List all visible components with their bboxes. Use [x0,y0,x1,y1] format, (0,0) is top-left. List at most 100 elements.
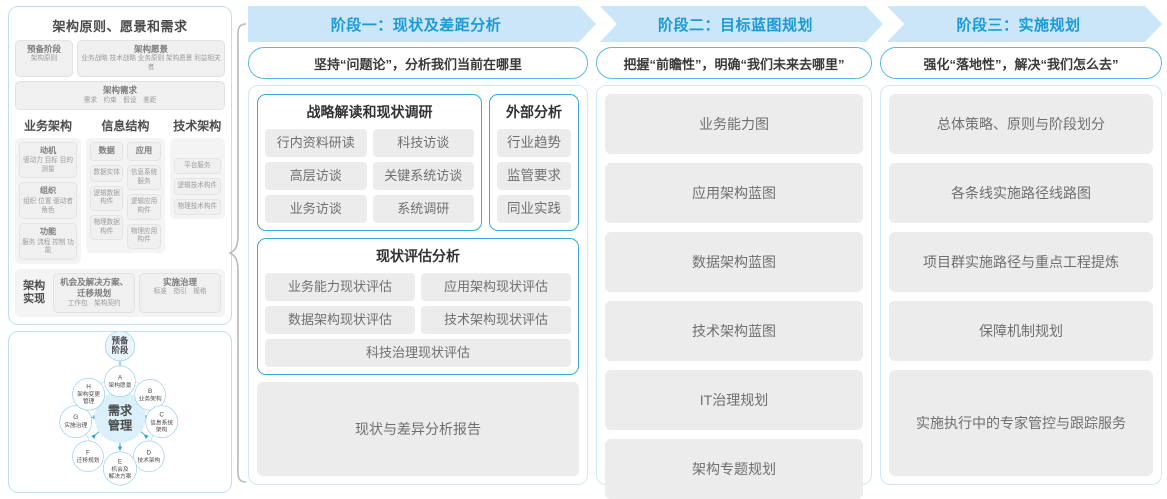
togaf-item-function-sub: 服务 流程 控制 功能 [22,238,74,255]
adm-node-d-label: 技术架构 [137,456,160,464]
togaf-item-organization-title: 组织 [39,186,57,196]
adm-node-c-letter: C [159,411,164,418]
adm-node-e-label-1: 机会及 [111,465,128,473]
togaf-item-physical-app-sub: 物理应用构件 [130,227,158,244]
togaf-cell-vision-head: 架构愿景 [133,44,168,54]
togaf-cell-requirements-sub: 需求 约束 假设 差距 [83,96,157,104]
research-tile-3[interactable]: 高层访谈 [265,162,367,190]
togaf-item-physical-tech: 物理技术构件 [173,198,221,216]
togaf-impl-governance-sub: 标准 指引 规格 [153,288,207,296]
phase-3-column: 总体策略、原则与阶段划分 各条线实施路径线路图 项目群实施路径与重点工程提炼 保… [880,85,1162,485]
togaf-impl-opportunities-title: 机会及解决方案、迁移规划 [60,276,129,299]
phase1-report-tile[interactable]: 现状与差异分析报告 [257,382,579,476]
phase2-tile-1[interactable]: 业务能力图 [605,94,863,154]
phase-subtitle-row: 坚持“问题论”，分析我们当前在哪里 把握“前瞻性”，明确“我们未来去哪里” 强化… [248,47,1162,79]
left-column: 架构原则、愿景和需求 预备阶段 架构原则 架构愿景 业务战略 技术战略 业务原则… [8,6,232,493]
togaf-cell-preliminary-sub: 架构原则 [30,55,58,63]
adm-node-b-letter: B [148,388,152,395]
togaf-cell-vision-sub: 业务战略 技术战略 业务原则 架构愿景 利益相关者 [81,55,221,72]
external-tile-2[interactable]: 监管要求 [497,162,571,190]
phase-2-column: 业务能力图 应用架构蓝图 数据架构蓝图 技术架构蓝图 IT治理规划 架构专题规划 [596,85,872,499]
assessment-tile-2[interactable]: 应用架构现状评估 [421,273,571,301]
phase2-tile-2[interactable]: 应用架构蓝图 [605,163,863,223]
phase-header-1[interactable]: 阶段一：现状及差距分析 [248,6,596,42]
adm-center-line1: 需求 [108,402,133,417]
assessment-tile-1[interactable]: 业务能力现状评估 [265,273,415,301]
assessment-group: 现状评估分析 业务能力现状评估 应用架构现状评估 数据架构现状评估 技术架构现状… [257,238,579,375]
togaf-col-information-head: 信息结构 [101,118,150,133]
adm-node-e-letter: E [118,458,122,465]
togaf-subcol-data: 数据 数据实体 逻辑数据构件 物理数据构件 [90,141,124,249]
togaf-impl-governance: 实施治理 标准 指引 规格 [139,272,221,313]
phase3-tile-5[interactable]: 实施执行中的专家管控与跟踪服务 [889,370,1153,476]
research-tile-5[interactable]: 业务访谈 [265,195,367,223]
adm-cycle-panel: 预备 阶段 需求 管理 A 架构愿景 B 业务架构 C 信息系统 架构 [8,330,232,493]
phase-header-row: 阶段一：现状及差距分析 阶段二：目标蓝图规划 阶段三：实施规划 [248,6,1162,42]
phase3-tile-2[interactable]: 各条线实施路径线路图 [889,163,1153,223]
togaf-item-physical-app: 物理应用构件 [127,223,161,249]
togaf-col-business: 业务架构 动机 驱动力 目标 目的 测量 组织 组织 位置 驱动者 角色 [15,115,82,264]
togaf-implementation-row: 架构实现 机会及解决方案、迁移规划 工作包 架构契约 实施治理 标准 指引 规格 [15,268,225,317]
togaf-cell-vision: 架构愿景 业务战略 技术战略 业务原则 架构愿景 利益相关者 [77,40,225,78]
research-group: 战略解读和现状调研 行内资料研读 科技访谈 高层访谈 关键系统访谈 业务访谈 系… [257,94,482,231]
external-tile-3[interactable]: 同业实践 [497,195,571,223]
phase-subtitle-2: 把握“前瞻性”，明确“我们未来去哪里” [596,47,872,79]
phase2-tile-3[interactable]: 数据架构蓝图 [605,232,863,292]
togaf-top-row-1: 预备阶段 架构原则 架构愿景 业务战略 技术战略 业务原则 架构愿景 利益相关者 [15,40,225,78]
togaf-item-logical-tech-sub: 逻辑技术构件 [177,182,218,190]
phase-header-2[interactable]: 阶段二：目标蓝图规划 [600,6,883,42]
phase-subtitle-3: 强化“落地性”，解决“我们怎么去” [880,47,1162,79]
togaf-item-application-title: 应用 [135,145,153,155]
phase3-tile-3[interactable]: 项目群实施路径与重点工程提炼 [889,232,1153,292]
research-row-3: 业务访谈 系统调研 [265,195,474,223]
togaf-item-platform-service: 平台服务 [173,157,221,175]
research-row-1: 行内资料研读 科技访谈 [265,129,474,157]
togaf-item-motivation: 动机 驱动力 目标 目的 测量 [19,141,78,179]
phase-header-3-label: 阶段三：实施规划 [956,16,1081,34]
phase2-tile-6[interactable]: 架构专题规划 [605,439,863,499]
phase2-tile-4[interactable]: 技术架构蓝图 [605,301,863,361]
adm-cycle-diagram: 预备 阶段 需求 管理 A 架构愿景 B 业务架构 C 信息系统 架构 [59,331,178,486]
togaf-col-business-body: 动机 驱动力 目标 目的 测量 组织 组织 位置 驱动者 角色 功能 服务 流程… [15,137,82,264]
research-tile-6[interactable]: 系统调研 [372,195,474,223]
phase3-tile-4[interactable]: 保障机制规划 [889,301,1153,361]
togaf-framework-title: 架构原则、愿景和需求 [52,19,188,34]
phase-1-column: 战略解读和现状调研 行内资料研读 科技访谈 高层访谈 关键系统访谈 业务访谈 系… [248,85,588,485]
togaf-col-information-body: 数据 数据实体 逻辑数据构件 物理数据构件 应用 信息系统服务 逻辑应用构件 物… [86,137,165,253]
adm-node-c-label-1: 信息系统 [150,418,173,426]
assessment-row-1: 业务能力现状评估 应用架构现状评估 [265,273,571,301]
adm-node-preliminary-line2: 阶段 [112,345,129,355]
togaf-impl-label-text: 架构实现 [23,280,46,305]
phase-header-3[interactable]: 阶段三：实施规划 [887,6,1162,42]
assessment-tile-5[interactable]: 科技治理现状评估 [265,339,571,367]
phase-header-2-label: 阶段二：目标蓝图规划 [657,16,813,34]
togaf-item-logical-app: 逻辑应用构件 [127,194,161,220]
togaf-cell-requirements-head: 架构需求 [102,85,137,96]
external-analysis-group: 外部分析 行业趋势 监管要求 同业实践 [489,94,579,231]
adm-node-c-label-2: 架构 [156,425,168,433]
adm-node-h-letter: H [86,383,91,390]
togaf-item-motivation-title: 动机 [39,145,57,155]
phase2-tile-5[interactable]: IT治理规划 [605,370,863,430]
research-tile-2[interactable]: 科技访谈 [372,129,474,157]
togaf-item-data-entity: 数据实体 [90,165,124,182]
adm-node-a-letter: A [118,374,123,381]
research-tile-1[interactable]: 行内资料研读 [265,129,367,157]
togaf-col-information: 信息结构 数据 数据实体 逻辑数据构件 物理数据构件 应用 信息系统服 [86,115,165,264]
togaf-item-application: 应用 [127,141,161,162]
togaf-cell-preliminary-head: 预备阶段 [26,44,61,54]
togaf-subcol-application: 应用 信息系统服务 逻辑应用构件 物理应用构件 [127,141,161,249]
togaf-impl-label: 架构实现 [19,273,49,313]
research-tile-4[interactable]: 关键系统访谈 [372,162,474,190]
togaf-col-technology-body: 平台服务 逻辑技术构件 物理技术构件 [169,137,225,220]
external-tile-1[interactable]: 行业趋势 [497,129,571,157]
phase-subtitle-1: 坚持“问题论”，分析我们当前在哪里 [248,47,588,79]
togaf-item-physical-data-sub: 物理数据构件 [93,218,120,235]
adm-node-h-label-2: 管理 [83,397,95,405]
phase3-tile-1[interactable]: 总体策略、原则与阶段划分 [889,94,1153,154]
assessment-tile-3[interactable]: 数据架构现状评估 [265,306,415,334]
togaf-content-framework-panel: 架构原则、愿景和需求 预备阶段 架构原则 架构愿景 业务战略 技术战略 业务原则… [8,6,232,325]
assessment-tile-4[interactable]: 技术架构现状评估 [421,306,571,334]
togaf-item-logical-data: 逻辑数据构件 [90,185,124,211]
